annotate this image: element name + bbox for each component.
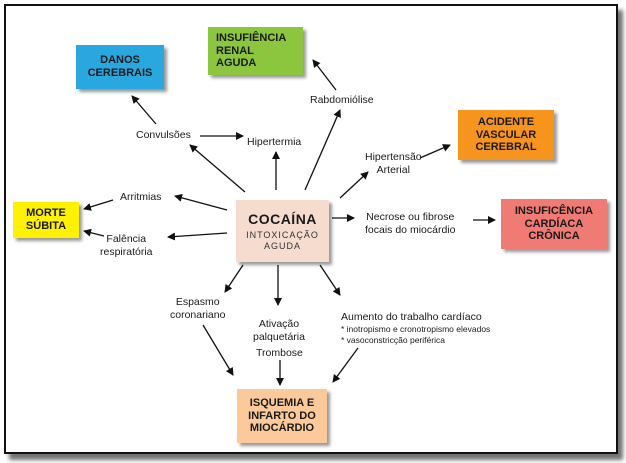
icc-line3: CRÔNICA <box>528 230 580 243</box>
isquemia-line3: MIOCÁRDIO <box>249 422 315 435</box>
morte-line2: SÚBITA <box>25 220 67 232</box>
avc-line3: CEREBRAL <box>475 141 537 154</box>
arrow-center-rabdomiolise <box>304 109 341 191</box>
hipertermia-label: Hipertermia <box>247 136 302 148</box>
aumento-title: Aumento do trabalho cardíaco <box>341 311 482 323</box>
trombose-label: Trombose <box>256 347 303 359</box>
insuficiencia-renal-box: INSUFIÊNCIA RENAL AGUDA <box>208 27 303 75</box>
isquemia-line2: INFARTO DO <box>248 409 316 422</box>
espasmo-label: Espasmo coronariano <box>170 296 225 322</box>
arrow-aumento-isquemia <box>332 347 359 383</box>
center-subtitle-line1: INTOXICAÇÃO <box>246 230 319 241</box>
morte-subita-box: MORTE SÚBITA <box>13 202 79 238</box>
arrow-center-arritmias <box>174 193 228 211</box>
espasmo-line2: coronariano <box>170 309 226 322</box>
avc-line1: ACIDENTE <box>477 116 535 129</box>
arrow-rabdomiolise-renal <box>312 59 337 91</box>
arrow-center-falencia <box>167 232 228 241</box>
hipertensao-line1: Hipertensão <box>365 151 422 163</box>
icc-line1: INSUFICÊNCIA <box>514 205 594 218</box>
espasmo-line1: Espasmo <box>175 296 220 308</box>
ativacao-line1: Ativação <box>258 318 300 330</box>
danos-line1: DANOS <box>100 54 140 67</box>
cocaina-center-node: COCAÍNA INTOXICAÇÃO AGUDA <box>236 200 329 262</box>
avc-line2: VASCULAR <box>475 128 537 141</box>
danos-line2: CEREBRAIS <box>87 67 153 79</box>
necrose-line1: Necrose ou fibrose <box>366 211 455 223</box>
hipertensao-line2: Arterial <box>376 164 410 177</box>
arrow-center-hipertensao <box>339 171 369 199</box>
arrow-center-convulsoes <box>189 144 246 193</box>
falencia-label: Falência respiratória <box>100 233 153 259</box>
center-subtitle-line2: AGUDA <box>263 240 301 251</box>
morte-line1: MORTE <box>26 207 66 220</box>
falencia-line1: Falência <box>106 233 147 245</box>
renal-line1: INSUFIÊNCIA <box>216 32 287 45</box>
ativacao-line2: palquetária <box>253 331 305 344</box>
isquemia-infarto-box: ISQUEMIA E INFARTO DO MIOCÁRDIO <box>237 389 327 443</box>
renal-line3: AGUDA <box>216 57 257 70</box>
arrow-center-aumento <box>319 264 341 296</box>
arrow-convulsoes-danos <box>131 95 157 125</box>
arrow-falencia-morte <box>83 228 105 237</box>
danos-cerebrais-box: DANOS CEREBRAIS <box>76 45 164 89</box>
falencia-line2: respiratória <box>100 246 153 259</box>
hipertensao-label: Hipertensão Arterial <box>365 151 422 177</box>
ativacao-label: Ativação palquetária <box>253 318 305 344</box>
necrose-line2: focais do miocárdio <box>365 224 456 237</box>
arrow-center-espasmo <box>224 264 244 293</box>
necrose-label: Necrose ou fibrose focais do miocárdio <box>365 211 455 237</box>
icc-line2: CARDÍACA <box>524 217 584 230</box>
acidente-vascular-box: ACIDENTE VASCULAR CEREBRAL <box>458 110 554 160</box>
arrow-hipertensao-avc <box>419 144 451 159</box>
aumento-label: Aumento do trabalho cardíaco * inotropis… <box>341 311 490 346</box>
isquemia-line1: ISQUEMIA E <box>249 397 315 410</box>
center-title: COCAÍNA <box>248 211 317 228</box>
aumento-note1: * inotropismo e cronotropismo elevados <box>341 324 491 335</box>
arritmias-label: Arritmias <box>120 191 162 203</box>
convulsoes-label: Convulsões <box>136 129 191 141</box>
renal-line2: RENAL <box>216 44 254 57</box>
rabdomiolise-label: Rabdomiólise <box>310 94 374 106</box>
arrow-arritmias-morte <box>83 199 114 211</box>
aumento-note2: * vasoconstricção periférica <box>341 335 445 346</box>
arrow-espasmo-isquemia <box>202 324 234 376</box>
insuficiencia-cardiaca-box: INSUFICÊNCIA CARDÍACA CRÔNICA <box>501 199 607 249</box>
